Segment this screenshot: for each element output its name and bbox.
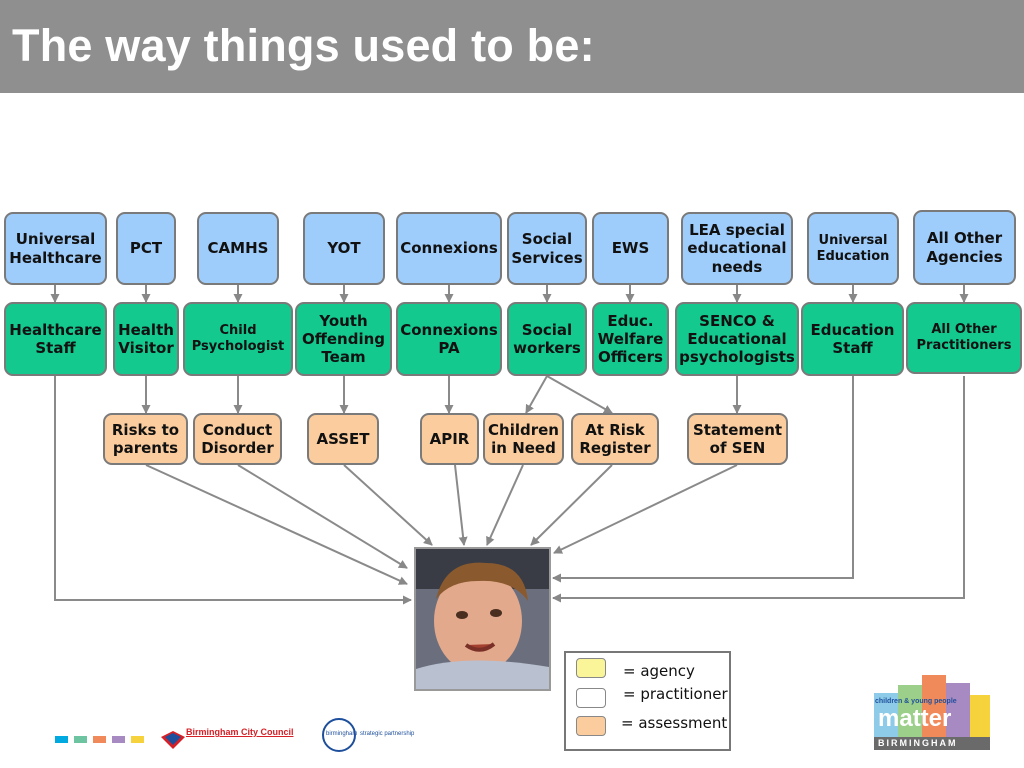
title-bar: The way things used to be: (0, 0, 1024, 93)
slide-title: The way things used to be: (12, 20, 595, 71)
legend-practitioner-swatch (576, 688, 606, 708)
agency-camhs: CAMHS (197, 212, 279, 285)
legend: = agency = practitioner = assessment (564, 651, 731, 751)
footer-square-yellow (131, 736, 144, 743)
legend-agency-swatch (576, 658, 606, 678)
partnership-subtitle: strategic partnership (360, 731, 415, 737)
agency-connexions: Connexions (396, 212, 502, 285)
arrow-asset-child (343, 464, 433, 546)
agency-ews: EWS (592, 212, 669, 285)
arrow-conduct-child (237, 464, 408, 569)
partnership-name: birmingham (326, 731, 358, 737)
arrow-social-risk (546, 375, 613, 414)
child-photo (414, 547, 551, 691)
agency-yot: YOT (303, 212, 385, 285)
legend-practitioner-label: = practitioner (623, 685, 728, 703)
arrow-cin-child (486, 464, 524, 546)
arrow-risk-child (530, 464, 613, 546)
arrow-social-cin (525, 375, 548, 414)
legend-assessment-label: = assessment (621, 714, 728, 732)
arrow-risks-child (145, 464, 408, 585)
assessment-asset: ASSET (307, 413, 379, 465)
arrow-all-other-child (552, 376, 965, 603)
legend-agency-label: = agency (623, 662, 695, 680)
footer-square-purple (112, 736, 125, 743)
logo-bottom-text: BIRMINGHAM (878, 738, 958, 748)
arrow-education-staff-child (552, 376, 854, 583)
children-young-people-matter-logo: children & young people matter BIRMINGHA… (872, 673, 992, 751)
agency-pct: PCT (116, 212, 176, 285)
assessment-apir: APIR (420, 413, 479, 465)
legend-assessment-swatch (576, 716, 606, 736)
arrow-healthcare-staff-child (54, 376, 412, 605)
footer-square-orange (93, 736, 106, 743)
footer-square-blue (55, 736, 68, 743)
council-logo-icon (161, 731, 185, 749)
arrow-apir-child (454, 464, 468, 546)
logo-top-text: children & young people (875, 698, 957, 705)
logo-main-text: matter (878, 705, 952, 732)
arrow-sen-child (553, 464, 738, 554)
footer-square-green (74, 736, 87, 743)
partnership-logo-icon (322, 718, 356, 752)
council-name: Birmingham City Council (186, 727, 294, 737)
